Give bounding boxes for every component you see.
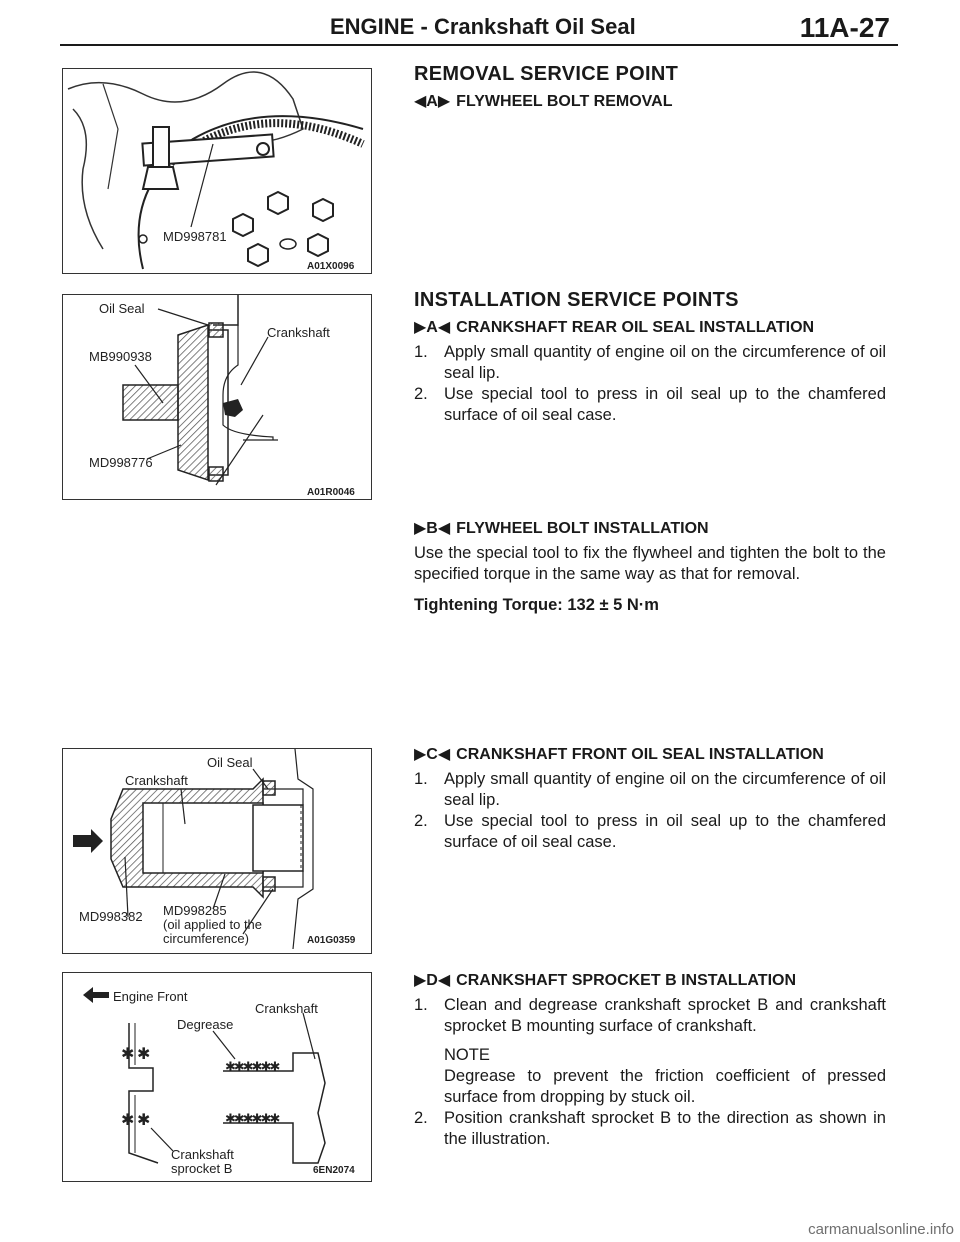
front-seal-title: CRANKSHAFT FRONT OIL SEAL INSTALLATION xyxy=(456,746,824,763)
front-seal-steps: 1. Apply small quantity of engine oil on… xyxy=(414,769,886,853)
removal-marker: ◀A▶ xyxy=(414,93,451,110)
sprocket-steps: 1. Clean and degrease crankshaft sprocke… xyxy=(414,995,886,1037)
figure3-label-md998382: MD998382 xyxy=(79,909,143,924)
svg-text:✱✱✱✱✱✱: ✱✱✱✱✱✱ xyxy=(225,1060,279,1075)
removal-section: REMOVAL SERVICE POINT ◀A▶ FLYWHEEL BOLT … xyxy=(414,64,886,112)
note-text: Degrease to prevent the friction coeffic… xyxy=(444,1067,886,1106)
figure-sprocket-b: ✱ ✱ ✱ ✱ ✱✱✱✱✱✱ ✱✱✱✱✱✱ Engine Front Crank… xyxy=(62,972,372,1182)
front-oil-seal-illustration: Oil Seal Crankshaft MD998382 MD998285 (o… xyxy=(73,749,356,950)
installation-heading: INSTALLATION SERVICE POINTS xyxy=(414,289,739,311)
list-item: 2. Position crankshaft sprocket B to the… xyxy=(414,1109,886,1148)
header-subsection: Crankshaft Oil Seal xyxy=(433,14,636,39)
sprocket-steps-2: 2. Position crankshaft sprocket B to the… xyxy=(414,1108,886,1150)
figure3-code: A01G0359 xyxy=(307,935,356,946)
flywheel-bolt-heading: ▶B◀ FLYWHEEL BOLT INSTALLATION xyxy=(414,518,886,539)
sprocket-marker: ▶D◀ xyxy=(414,972,451,989)
figure4-label-crankshaft-sprocket: Crankshaft xyxy=(171,1147,234,1162)
figure3-label-crankshaft: Crankshaft xyxy=(125,773,188,788)
figure1-code: A01X0096 xyxy=(307,261,355,272)
figure2-label-crankshaft: Crankshaft xyxy=(267,325,330,340)
installation-section: INSTALLATION SERVICE POINTS ▶A◀ CRANKSHA… xyxy=(414,290,886,426)
rear-seal-title: CRANKSHAFT REAR OIL SEAL INSTALLATION xyxy=(456,319,815,336)
page-header: ENGINE - Crankshaft Oil Seal 11A-27 xyxy=(60,12,898,46)
figure4-code: 6EN2074 xyxy=(313,1165,355,1176)
rear-seal-marker: ▶A◀ xyxy=(414,319,451,336)
figure4-label-degrease: Degrease xyxy=(177,1017,233,1032)
header-section: ENGINE xyxy=(330,14,415,39)
figure4-label-crankshaft: Crankshaft xyxy=(255,1001,318,1016)
figure4-label-sprocket-b: sprocket B xyxy=(171,1161,232,1176)
flywheel-bolt-torque: Tightening Torque: 132 ± 5 N·m xyxy=(414,596,659,614)
flywheel-bolt-text: Use the special tool to fix the flywheel… xyxy=(414,544,886,583)
header-separator: - xyxy=(420,14,428,39)
sprocket-b-illustration: ✱ ✱ ✱ ✱ ✱✱✱✱✱✱ ✱✱✱✱✱✱ Engine Front Crank… xyxy=(83,987,355,1176)
figure2-label-md998776: MD998776 xyxy=(89,455,153,470)
list-item: 1. Apply small quantity of engine oil on… xyxy=(414,343,886,382)
rear-seal-steps: 1. Apply small quantity of engine oil on… xyxy=(414,342,886,426)
figure2-label-oil-seal: Oil Seal xyxy=(99,301,145,316)
removal-heading: REMOVAL SERVICE POINT xyxy=(414,63,679,85)
figure-front-oil-seal: Oil Seal Crankshaft MD998382 MD998285 (o… xyxy=(62,748,372,954)
figure-flywheel-removal: MD998781 A01X0096 xyxy=(62,68,372,274)
front-seal-section: ▶C◀ CRANKSHAFT FRONT OIL SEAL INSTALLATI… xyxy=(414,744,886,853)
rear-oil-seal-illustration: Oil Seal Crankshaft MB990938 MD998776 A0… xyxy=(89,295,355,498)
list-item: 2. Use special tool to press in oil seal… xyxy=(414,385,886,424)
page-number: 11A-27 xyxy=(799,12,890,43)
svg-text:✱: ✱ xyxy=(121,1110,134,1129)
removal-subheading: ◀A▶ FLYWHEEL BOLT REMOVAL xyxy=(414,91,886,112)
front-seal-heading: ▶C◀ CRANKSHAFT FRONT OIL SEAL INSTALLATI… xyxy=(414,744,886,765)
note-label: NOTE xyxy=(444,1046,490,1064)
figure3-label-oil-applied: (oil applied to the xyxy=(163,917,262,932)
sprocket-title: CRANKSHAFT SPROCKET B INSTALLATION xyxy=(456,972,797,989)
figure4-label-engine-front: Engine Front xyxy=(113,989,188,1004)
figure2-label-mb990938: MB990938 xyxy=(89,349,152,364)
watermark: carmanualsonline.info xyxy=(808,1221,954,1238)
svg-text:✱✱✱✱✱✱: ✱✱✱✱✱✱ xyxy=(225,1112,279,1127)
header-title: ENGINE - Crankshaft Oil Seal xyxy=(330,14,636,40)
front-seal-marker: ▶C◀ xyxy=(414,746,451,763)
figure3-label-oil-seal: Oil Seal xyxy=(207,755,253,770)
flywheel-bolt-title: FLYWHEEL BOLT INSTALLATION xyxy=(456,520,709,537)
figure2-code: A01R0046 xyxy=(307,487,355,498)
svg-text:✱: ✱ xyxy=(137,1044,150,1063)
removal-subheading-text: FLYWHEEL BOLT REMOVAL xyxy=(456,93,673,110)
sprocket-heading: ▶D◀ CRANKSHAFT SPROCKET B INSTALLATION xyxy=(414,970,886,991)
rear-seal-heading: ▶A◀ CRANKSHAFT REAR OIL SEAL INSTALLATIO… xyxy=(414,317,886,338)
figure1-label-md998781: MD998781 xyxy=(163,229,227,244)
flywheel-bolt-marker: ▶B◀ xyxy=(414,520,451,537)
figure3-label-md998285: MD998285 xyxy=(163,903,227,918)
figure3-label-circumference: circumference) xyxy=(163,931,249,946)
list-item: 1. Clean and degrease crankshaft sprocke… xyxy=(414,996,886,1035)
figure-rear-oil-seal: Oil Seal Crankshaft MB990938 MD998776 A0… xyxy=(62,294,372,500)
svg-text:✱: ✱ xyxy=(137,1110,150,1129)
engine-front-arrow-icon xyxy=(83,987,109,1003)
list-item: 2. Use special tool to press in oil seal… xyxy=(414,812,886,851)
flywheel-bolt-section: ▶B◀ FLYWHEEL BOLT INSTALLATION Use the s… xyxy=(414,518,886,616)
list-item: 1. Apply small quantity of engine oil on… xyxy=(414,770,886,809)
svg-text:✱: ✱ xyxy=(121,1044,134,1063)
sprocket-section: ▶D◀ CRANKSHAFT SPROCKET B INSTALLATION 1… xyxy=(414,970,886,1150)
flywheel-illustration: MD998781 A01X0096 xyxy=(67,71,365,272)
